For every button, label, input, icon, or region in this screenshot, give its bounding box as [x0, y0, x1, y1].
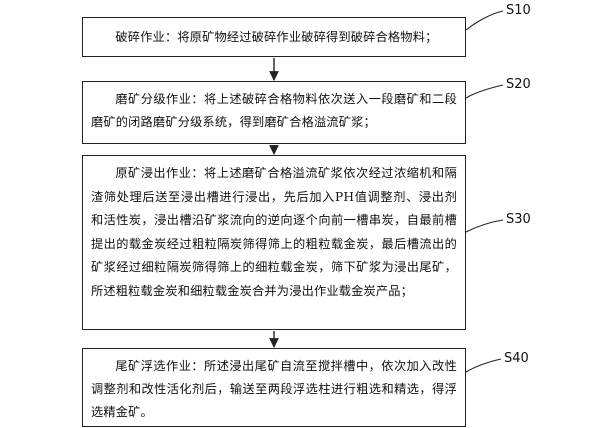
step-box-s40: 尾矿浮选作业：所述浸出尾矿自流至搅拌槽中，依次加入改性调整剂和改性活化剂后，输送… [82, 348, 466, 427]
step-box-s10: 破碎作业：将原矿物经过破碎作业破碎得到破碎合格物料； [82, 17, 466, 57]
leader-line-s20 [465, 84, 504, 99]
step-text-s40: 尾矿浮选作业：所述浸出尾矿自流至搅拌槽中，依次加入改性调整剂和改性活化剂后，输送… [91, 359, 457, 419]
step-text-s20: 磨矿分级作业：将上述破碎合格物料依次送入一段磨矿和二段磨矿的闭路磨矿分级系统，得… [91, 92, 457, 129]
step-label-s20: S20 [506, 77, 531, 92]
leader-line-s40 [465, 358, 502, 373]
step-box-s30: 原矿浸出作业：将上述磨矿合格溢流矿浆依次经过浓缩机和隔渣筛处理后送至浸出槽进行浸… [82, 155, 466, 330]
step-label-s10: S10 [506, 3, 531, 18]
leader-line-s10 [465, 10, 504, 31]
step-text-s30: 原矿浸出作业：将上述磨矿合格溢流矿浆依次经过浓缩机和隔渣筛处理后送至浸出槽进行浸… [91, 166, 457, 298]
step-label-s30: S30 [506, 212, 531, 227]
leader-line-s30 [465, 219, 504, 233]
step-box-s20: 磨矿分级作业：将上述破碎合格物料依次送入一段磨矿和二段磨矿的闭路磨矿分级系统，得… [82, 81, 466, 144]
step-text-s10: 破碎作业：将原矿物经过破碎作业破碎得到破碎合格物料； [115, 30, 438, 44]
step-label-s40: S40 [504, 351, 529, 366]
